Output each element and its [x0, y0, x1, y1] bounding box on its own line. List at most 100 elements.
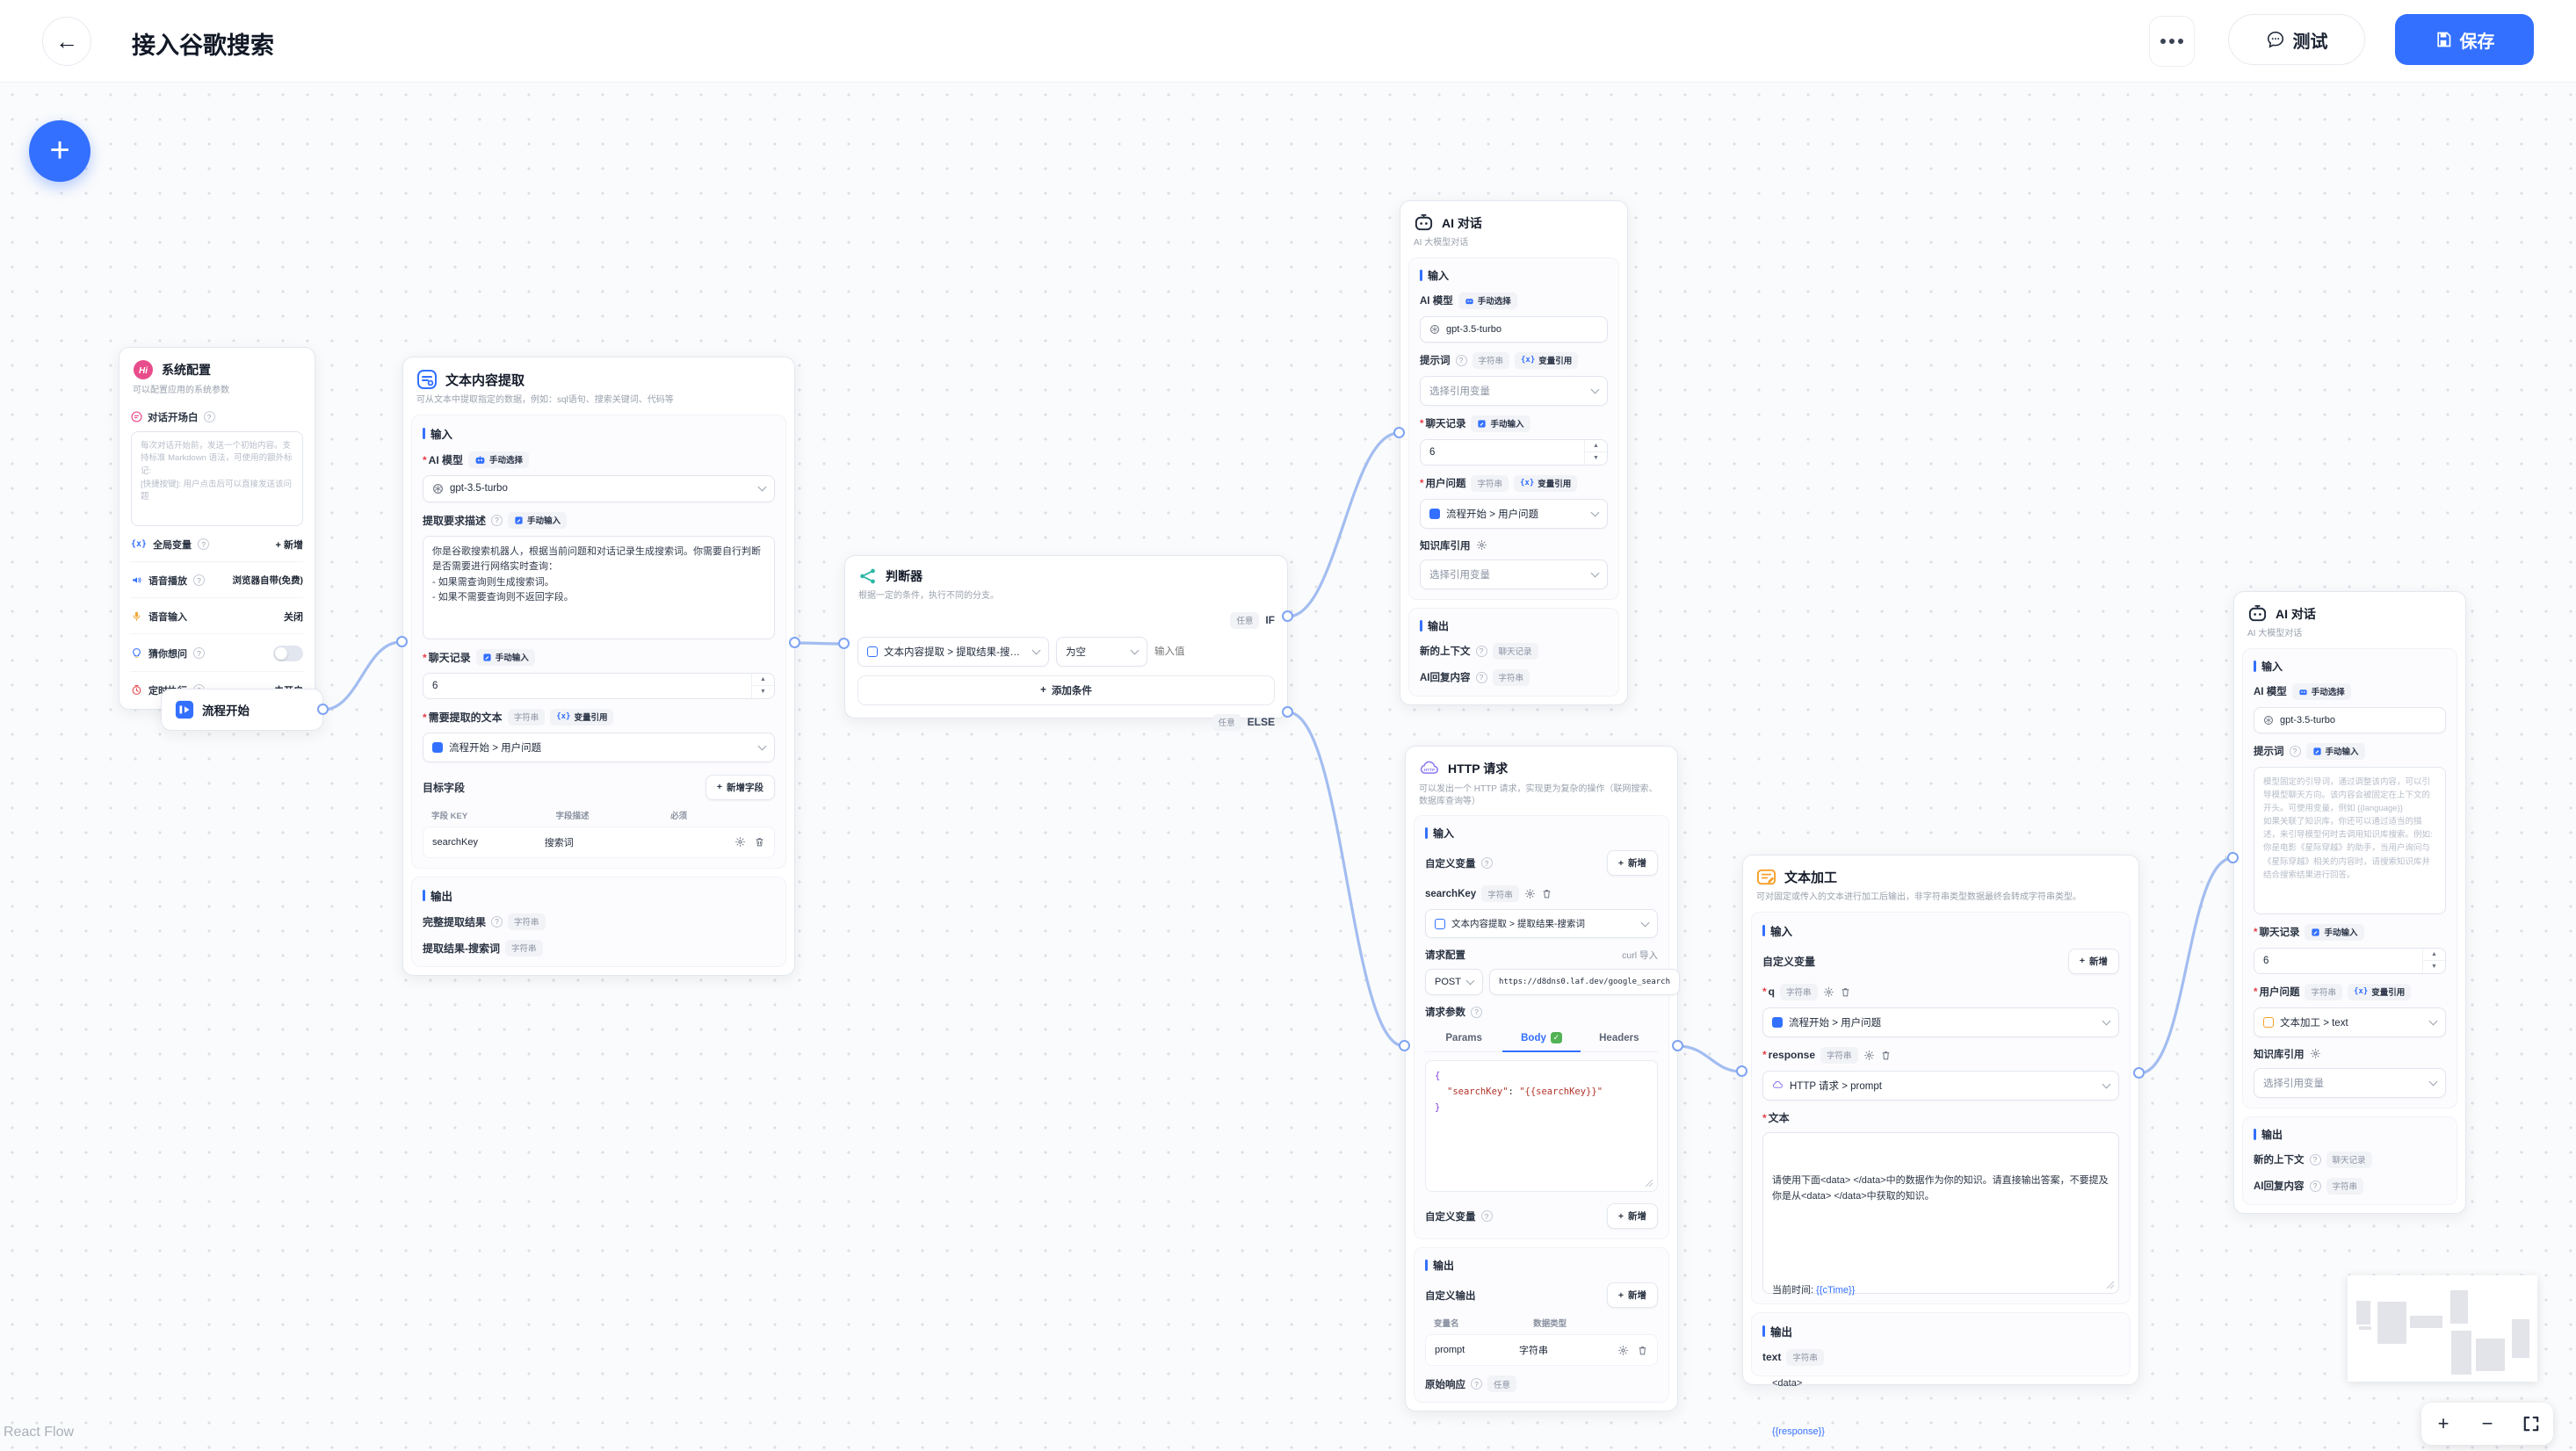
condition-variable-select[interactable]: 文本内容提取 > 提取结果-搜索词 — [857, 636, 1049, 667]
node-ai-chat-1[interactable]: AI 对话 AI 大模型对话 输入 AI 模型 手动选择 gpt-3.5-tur… — [1400, 200, 1628, 705]
add-var-button[interactable]: + 新增 — [1606, 850, 1658, 876]
response-source-select[interactable]: HTTP 请求 > prompt — [1762, 1070, 2119, 1101]
add-condition-button[interactable]: + 添加条件 — [857, 675, 1275, 705]
handle-flow-start-out[interactable] — [317, 704, 329, 715]
var-settings-icon[interactable] — [1823, 986, 1834, 998]
handle-judge-in[interactable] — [838, 638, 850, 649]
url-input[interactable]: https://d8dns0.laf.dev/google_search — [1488, 969, 1681, 995]
output-settings-icon[interactable] — [1617, 1345, 1629, 1356]
step-down[interactable]: ▼ — [760, 689, 766, 696]
node-judge[interactable]: 判断器 根据一定的条件，执行不同的分支。 任意 IF 文本内容提取 > 提取结果… — [844, 555, 1288, 731]
model-select[interactable]: gpt-3.5-turbo — [2254, 706, 2446, 733]
flow-canvas[interactable] — [0, 83, 2576, 1451]
chat-history-input[interactable]: 6 ▲▼ — [2254, 947, 2446, 974]
text-process-mini-icon — [2263, 1016, 2274, 1028]
curl-import-button[interactable]: curl 导入 — [1622, 949, 1658, 961]
add-var-button[interactable]: + 新增 — [1606, 1203, 1658, 1229]
step-up[interactable]: ▲ — [2423, 949, 2445, 961]
handle-text-process-in[interactable] — [1736, 1065, 1747, 1077]
condition-operator-select[interactable]: 为空 — [1056, 636, 1147, 667]
field-delete-icon[interactable] — [754, 836, 765, 848]
add-field-button[interactable]: + 新增字段 — [705, 774, 775, 800]
resize-icon[interactable] — [2106, 1281, 2115, 1289]
output-delete-icon[interactable] — [1637, 1345, 1648, 1356]
node-flow-start[interactable]: 流程开始 — [161, 689, 323, 731]
add-output-button[interactable]: + 新增 — [1606, 1282, 1658, 1308]
more-menu-button[interactable] — [2149, 16, 2195, 67]
node-system-config[interactable]: Hi 系统配置 可以配置应用的系统参数 对话开场白? {x} 全局变量? + 新… — [119, 347, 315, 710]
kb-ref-label: 知识库引用 — [2254, 1049, 2305, 1060]
minimap[interactable] — [2348, 1275, 2537, 1382]
test-button[interactable]: 测试 — [2228, 14, 2365, 65]
handle-judge-if-out[interactable] — [1282, 610, 1293, 622]
step-down[interactable]: ▼ — [2431, 964, 2437, 971]
guess-toggle[interactable] — [273, 645, 303, 661]
model-select[interactable]: gpt-3.5-turbo — [423, 474, 775, 502]
text-template-editor[interactable]: 请使用下面<data> </data>中的数据作为你的知识。请直接输出答案，不要… — [1762, 1131, 2119, 1437]
node-text-process[interactable]: 文本加工 可对固定或传入的文本进行加工后输出，非字符串类型数据最终会转成字符串类… — [1742, 855, 2139, 1437]
q-source-select[interactable]: 流程开始 > 用户问题 — [1762, 1007, 2119, 1037]
handle-extract-in[interactable] — [396, 636, 408, 647]
zoom-out-button[interactable]: − — [2481, 1412, 2493, 1434]
handle-http-out[interactable] — [1672, 1040, 1683, 1051]
extract-text-select[interactable]: 流程开始 > 用户问题 — [423, 732, 775, 762]
handle-http-in[interactable] — [1399, 1040, 1410, 1051]
handle-judge-else-out[interactable] — [1282, 706, 1293, 718]
ai-model-label: AI 模型 — [2254, 687, 2287, 697]
var-delete-icon[interactable] — [1541, 888, 1552, 899]
tab-headers[interactable]: Headers — [1599, 1033, 1639, 1043]
step-down[interactable]: ▼ — [1593, 455, 1599, 462]
var-settings-icon[interactable] — [1863, 1050, 1875, 1061]
node-ai-chat-2[interactable]: AI 对话 AI 大模型对话 输入 AI 模型 手动选择 gpt-3.5-tur… — [2233, 591, 2466, 1214]
var-settings-icon[interactable] — [1524, 888, 1536, 899]
zoom-in-button[interactable]: + — [2437, 1412, 2449, 1434]
stt-row[interactable]: 语音输入 关闭 — [131, 610, 303, 624]
condition-value-input[interactable] — [1154, 646, 1234, 657]
var-delete-icon[interactable] — [1880, 1050, 1892, 1061]
user-question-select[interactable]: 文本加工 > text — [2254, 1007, 2446, 1037]
node-title: 流程开始 — [202, 704, 250, 718]
target-fields-label: 目标字段 — [423, 781, 466, 794]
add-var-button[interactable]: + 新增 — [2067, 948, 2119, 974]
body-code-editor[interactable]: { "searchKey": "{{searchKey}}" } — [1425, 1060, 1658, 1192]
resize-icon[interactable] — [1645, 1179, 1653, 1188]
manual-select-badge: 手动选择 — [468, 451, 530, 468]
add-node-button[interactable]: + — [29, 120, 90, 182]
prompt-textarea[interactable] — [2254, 766, 2446, 914]
handle-ai-chat-1-in[interactable] — [1393, 427, 1405, 438]
step-up[interactable]: ▲ — [752, 674, 774, 686]
save-button[interactable]: 保存 — [2395, 14, 2534, 65]
var-delete-icon[interactable] — [1840, 986, 1851, 998]
extract-requirement-textarea[interactable]: 你是谷歌搜索机器人，根据当前问题和对话记录生成搜索词。你需要自行判断是否需要进行… — [423, 535, 775, 639]
field-settings-icon[interactable] — [734, 836, 746, 848]
kb-select[interactable]: 选择引用变量 — [1420, 559, 1608, 589]
chat-history-input[interactable]: 6 ▲▼ — [1420, 438, 1608, 466]
kb-settings-icon[interactable] — [2310, 1048, 2321, 1059]
handle-extract-out[interactable] — [789, 637, 800, 648]
tts-row[interactable]: 语音播放? 浏览器自带(免费) — [131, 574, 303, 588]
handle-text-process-out[interactable] — [2133, 1067, 2145, 1079]
tab-params[interactable]: Params — [1445, 1033, 1482, 1043]
prompt-var-select[interactable]: 选择引用变量 — [1420, 375, 1608, 406]
add-global-var-button[interactable]: + 新增 — [275, 539, 303, 551]
var-source-select[interactable]: 文本内容提取 > 提取结果-搜索词 — [1425, 909, 1658, 938]
kb-settings-icon[interactable] — [1476, 539, 1487, 551]
raw-response-label: 原始响应 — [1425, 1379, 1465, 1390]
node-http-request[interactable]: HTTP HTTP 请求 可以发出一个 HTTP 请求，实现更为复杂的操作（联网… — [1405, 746, 1681, 1411]
back-button[interactable]: ← — [42, 17, 91, 66]
prompt-label: 提示词 — [2254, 747, 2284, 757]
custom-var-label: 自定义变量 — [1425, 1211, 1476, 1223]
step-up[interactable]: ▲ — [1585, 440, 1607, 452]
chat-history-input[interactable]: 6 ▲▼ — [423, 672, 775, 699]
node-content-extract[interactable]: 文本内容提取 可从文本中提取指定的数据，例如：sql语句、搜索关键词、代码等 输… — [402, 357, 795, 976]
opening-textarea[interactable] — [131, 430, 303, 526]
kb-select[interactable]: 选择引用变量 — [2254, 1067, 2446, 1098]
fit-view-button[interactable] — [2514, 1404, 2549, 1443]
help-icon: ? — [1475, 645, 1487, 657]
manual-input-badge: 手动输入 — [475, 648, 535, 666]
handle-ai-chat-2-in[interactable] — [2227, 852, 2239, 863]
method-select[interactable]: POST — [1425, 969, 1483, 995]
tab-body[interactable]: Body✓ — [1502, 1027, 1581, 1052]
model-select[interactable]: gpt-3.5-turbo — [1420, 315, 1608, 343]
user-question-select[interactable]: 流程开始 > 用户问题 — [1420, 498, 1608, 529]
